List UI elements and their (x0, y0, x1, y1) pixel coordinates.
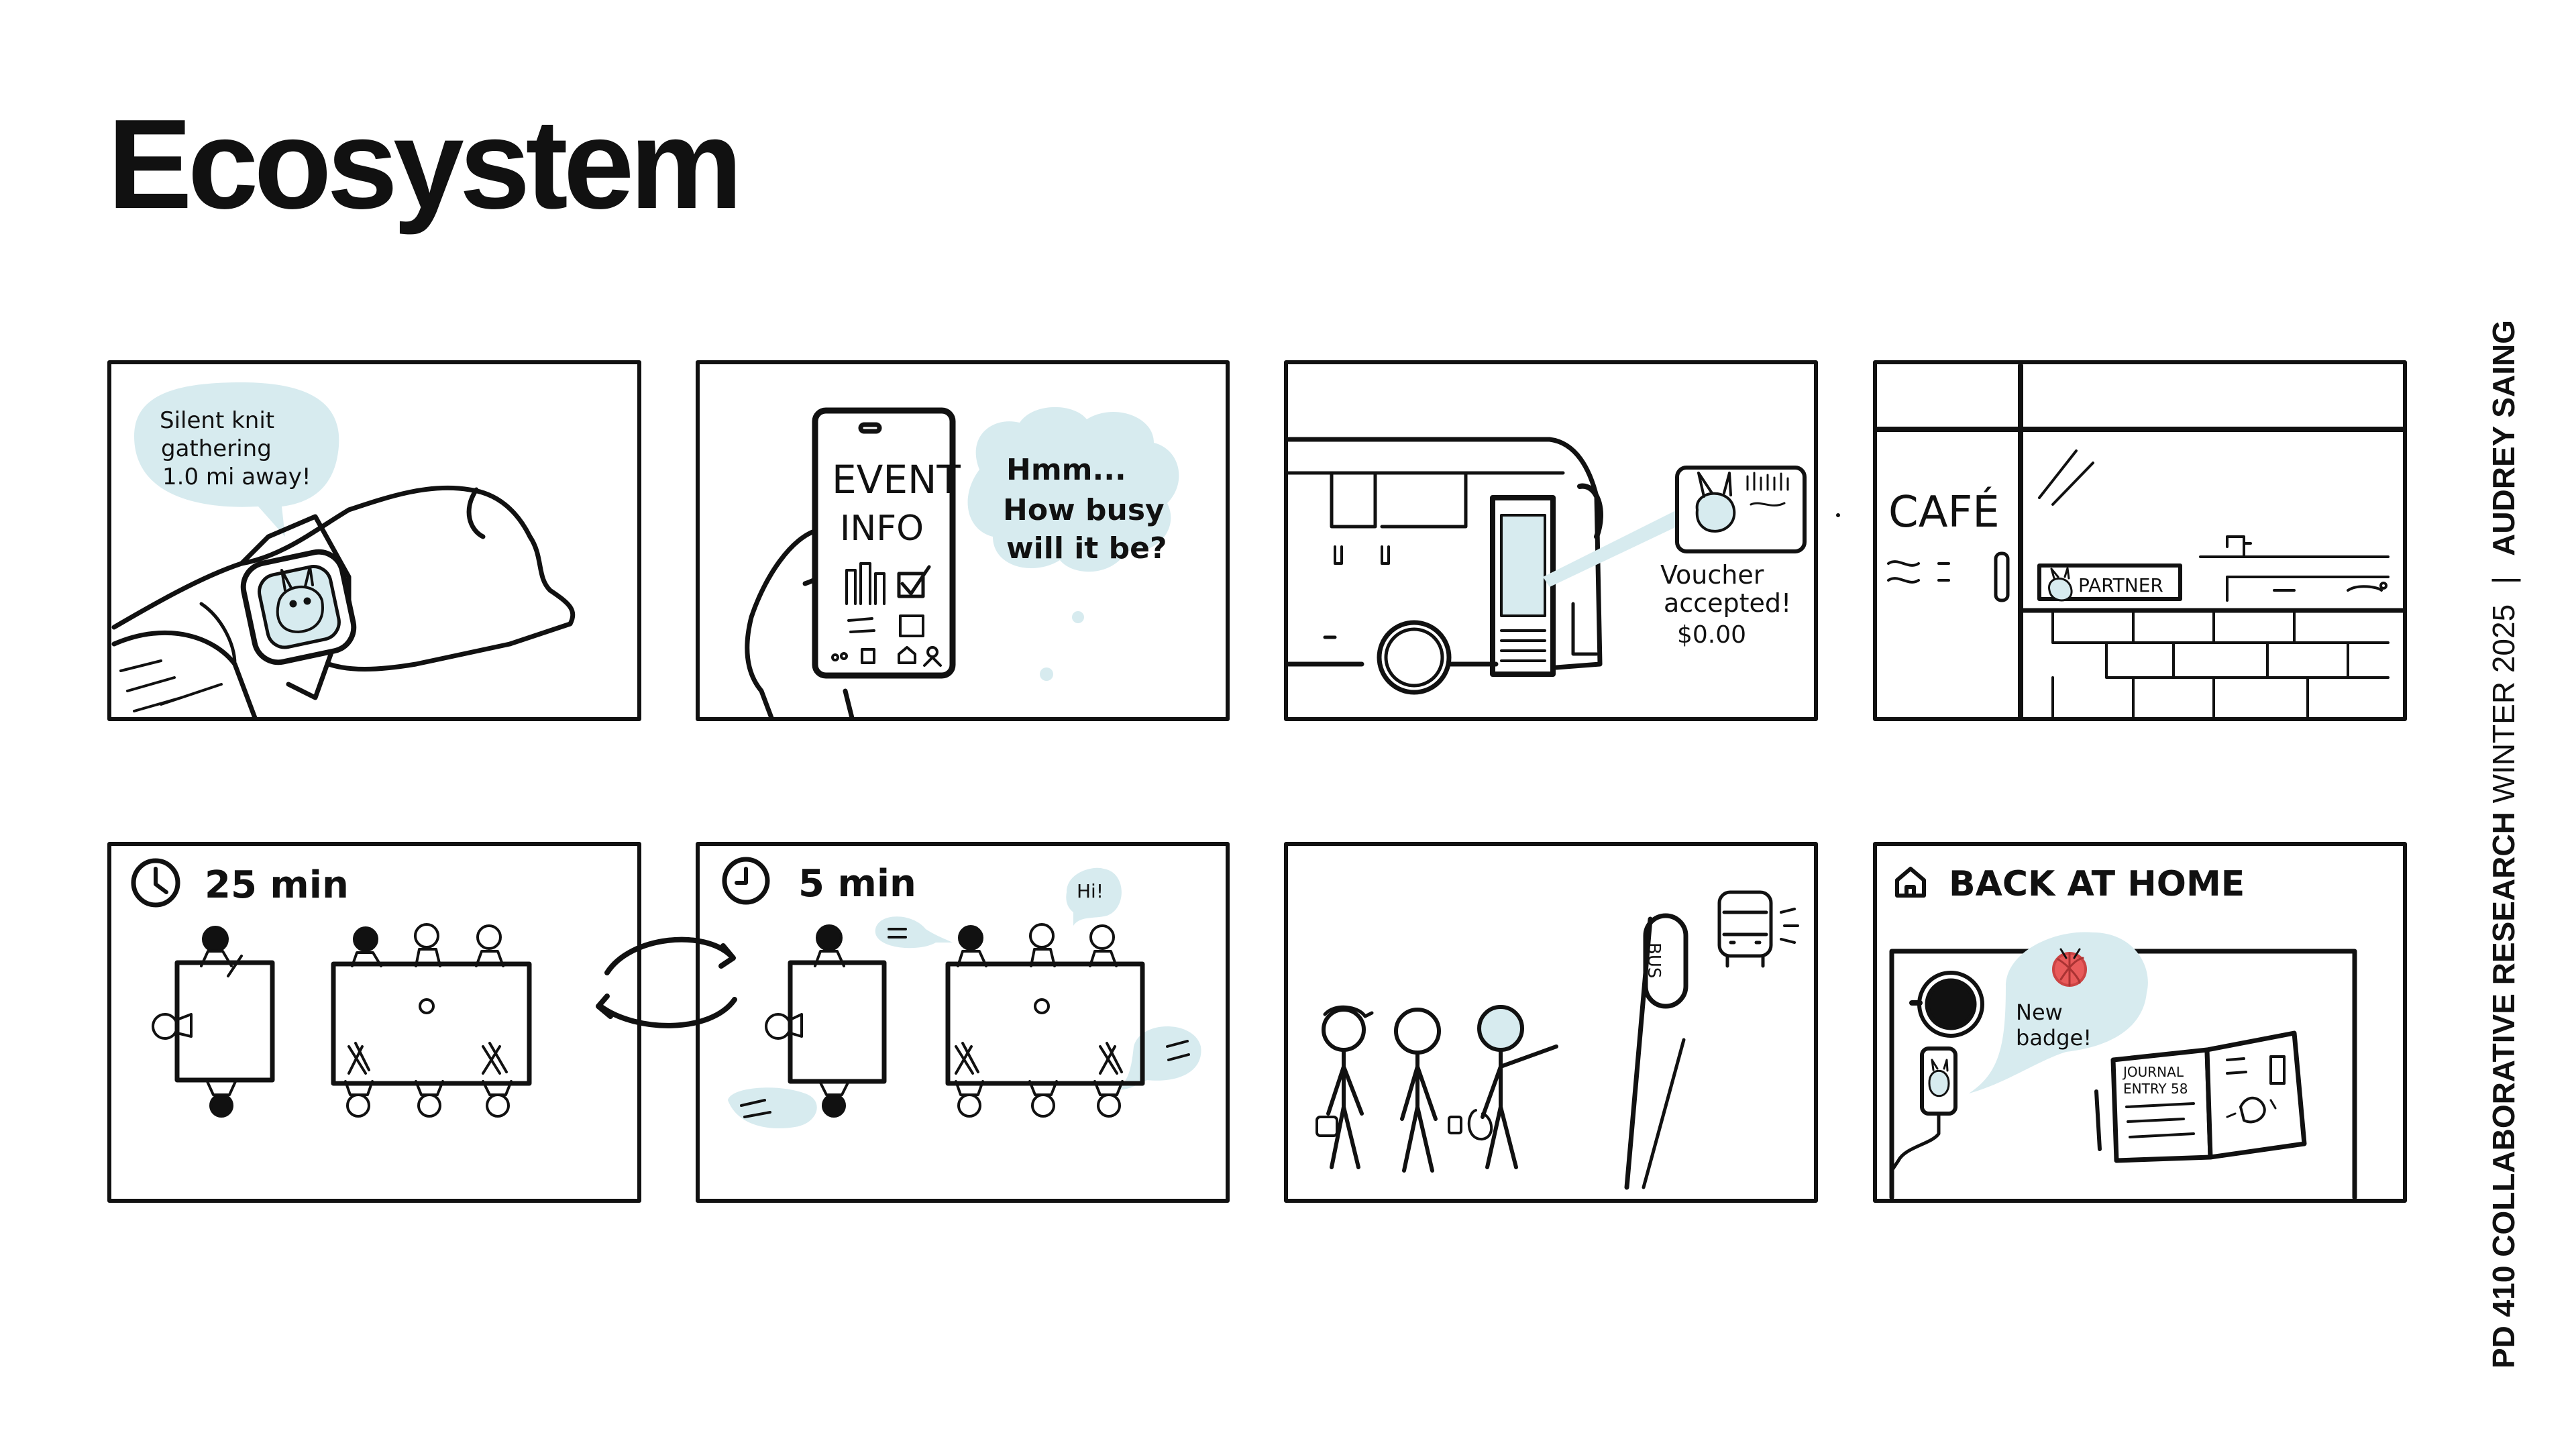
clock-icon (722, 857, 770, 905)
greeting-text: Hi! (1077, 880, 1104, 902)
voucher-caption-line1: Voucher (1660, 560, 1764, 590)
knitters (152, 923, 513, 1118)
cafe-sign: CAFÉ (1888, 486, 2000, 537)
journal: JOURNAL ENTRY 58 (2110, 1030, 2307, 1163)
phone-screen: EVENT INFO (812, 407, 961, 679)
page-title: Ecosystem (107, 93, 743, 235)
thought-bubble (967, 407, 1179, 681)
speech-bubble (134, 382, 339, 537)
journal-text-line2: ENTRY 58 (2123, 1081, 2188, 1097)
bubble-text-line3: 1.0 mi away! (162, 464, 311, 490)
clock-icon (131, 858, 180, 908)
phone-heading-line2: INFO (840, 508, 924, 549)
badge-text-line2: badge! (2016, 1025, 2092, 1051)
coffee-cup-icon (1909, 971, 1984, 1038)
thought-text-line2: How busy (1003, 493, 1165, 527)
cafe-counter (2199, 535, 2390, 602)
panel-event-5-min: 5 min Hi! (696, 842, 1230, 1203)
chat-bubble (1066, 867, 1122, 926)
chat-bubble (728, 1087, 817, 1128)
chat-bubble (1117, 1026, 1201, 1090)
long-table (945, 961, 1145, 1086)
bus-stop-text: BUS (1644, 943, 1664, 978)
smartwatch-icon (239, 514, 357, 700)
badge-text-line1: New (2016, 1000, 2063, 1025)
voucher-caption-line2: accepted! (1664, 588, 1791, 618)
panel-walk-to-bus: BUS (1284, 842, 1818, 1203)
square-icon (899, 614, 924, 637)
home-icon (1895, 867, 1926, 898)
charging-phone (1890, 1046, 1957, 1173)
panel-event-info: EVENT INFO Hmm... How busy will it be? (696, 360, 1230, 721)
bubble-text-line1: Silent knit (160, 407, 274, 434)
partner-badge-text: PARTNER (2078, 574, 2163, 596)
panel-cafe-storefront: CAFÉ PARTNER (1873, 360, 2407, 721)
panel-back-at-home: BACK AT HOME New badge! JOURNAL ENTRY 58 (1873, 842, 2407, 1203)
bus-stop-sign: BUS (1624, 913, 1688, 1190)
home-heading: BACK AT HOME (1949, 864, 2245, 904)
voucher-caption-line3: $0.00 (1677, 621, 1746, 649)
partner-badge: PARTNER (2037, 564, 2182, 602)
checkbox-icon (897, 572, 925, 598)
panel-watch-notification: Silent knit gathering 1.0 mi away! (107, 360, 641, 721)
yarn-ball-icon (2052, 948, 2087, 987)
panel-event-25-min: 25 min (107, 842, 641, 1203)
journal-text-line1: JOURNAL (2122, 1064, 2184, 1080)
timer-label: 5 min (798, 862, 916, 906)
tap-beam (1543, 510, 1684, 587)
chat-bubble (875, 916, 953, 949)
approaching-bus-icon (1717, 890, 1799, 968)
long-table (331, 961, 532, 1086)
arm-illustration (111, 485, 576, 720)
badge-bubble (1969, 932, 2148, 1093)
brick-wall (2051, 609, 2390, 718)
phone-nav-icons (831, 646, 942, 667)
panel-bus-voucher: Voucher accepted! $0.00 (1284, 360, 1840, 721)
knitters (765, 923, 1124, 1118)
thought-text-line1: Hmm... (1006, 453, 1126, 487)
list-icon (847, 617, 875, 633)
pen (2094, 1089, 2102, 1151)
cycle-arrows (596, 936, 737, 1028)
door-handle (1994, 551, 2010, 602)
small-table (788, 960, 887, 1084)
bubble-text-line2: gathering (161, 435, 272, 462)
timer-label: 25 min (205, 863, 349, 907)
three-friends (1316, 1005, 1558, 1173)
bus-illustration (1285, 437, 1603, 695)
thought-text-line3: will it be? (1006, 531, 1167, 566)
phone-heading-line1: EVENT (832, 457, 961, 502)
voucher-card (1675, 466, 1807, 553)
bar-chart-icon (845, 562, 885, 605)
